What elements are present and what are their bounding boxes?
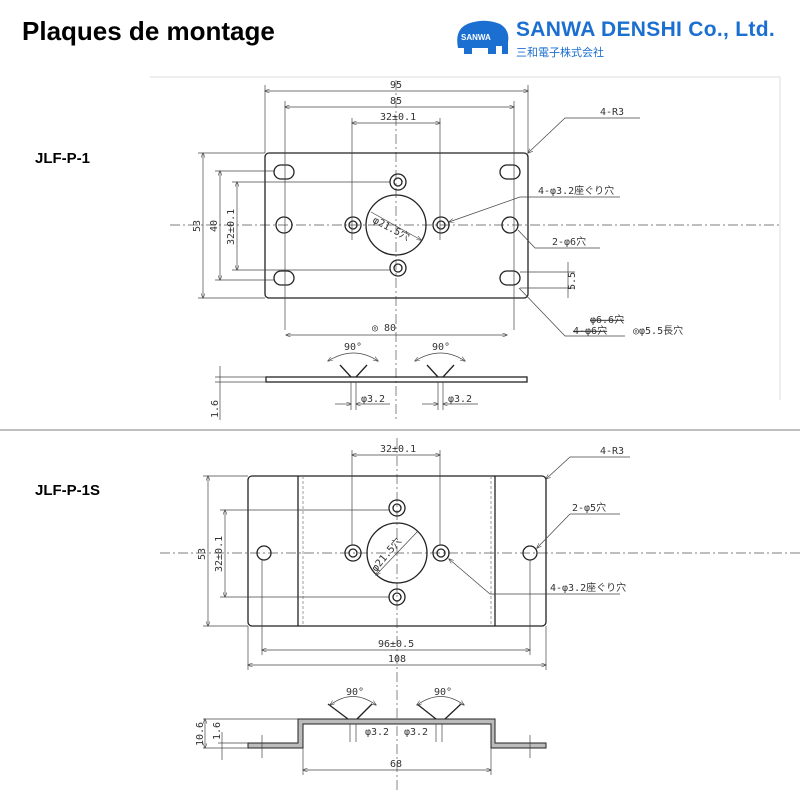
- dim-thickness: 1.6: [210, 400, 221, 418]
- callout-side-holes: 2-φ5穴: [572, 501, 606, 514]
- callout-slot-old-count: 4-φ6穴: [573, 324, 607, 337]
- callout-countersunk-holes: 4-φ3.2座ぐり穴: [550, 581, 626, 594]
- dim-csk-dia-left: φ3.2: [361, 394, 385, 405]
- jlf-p-1-side-view: 90° 90° φ3.2 φ3.2 1.6: [210, 342, 528, 420]
- dim-csk-dia-left: φ3.2: [365, 727, 389, 738]
- dim-slot-height: 5.5: [567, 272, 578, 290]
- callout-countersunk-holes: 4-φ3.2座ぐり穴: [538, 184, 614, 197]
- dim-hole-spacing-v: 32±0.1: [226, 209, 237, 245]
- model-label-jlf-p-1: JLF-P-1: [35, 150, 91, 167]
- callout-slot-new: ◎φ5.5長穴: [633, 324, 683, 337]
- callout-corner-radius: 4-R3: [600, 107, 624, 118]
- dim-hole-pitch: 96±0.5: [378, 639, 414, 650]
- dim-width-total: 95: [390, 80, 402, 91]
- dim-center-hole: φ21.5穴: [368, 535, 404, 574]
- dim-csk-dia-right: φ3.2: [404, 727, 428, 738]
- elephant-logo-icon: SANWA: [457, 20, 509, 54]
- dim-hole-spacing-h: 32±0.1: [380, 112, 416, 123]
- dim-width-slots: 85: [390, 96, 402, 107]
- dim-height-total: 53: [197, 548, 208, 560]
- callout-side-holes: 2-φ6穴: [552, 235, 586, 248]
- dim-thickness: 1.6: [212, 722, 223, 740]
- jlf-p-1-plan-view: φ21.5穴 95 85 32±0.1 53 40 32±0.1 ◎ 80 5.…: [170, 80, 780, 420]
- jlf-p-1s-side-view: 90° 90° φ3.2 φ3.2 10.6 1.6 68: [195, 687, 547, 775]
- dim-csk-angle-left: 90°: [346, 687, 364, 698]
- dim-side-height: 10.6: [195, 722, 206, 746]
- page-title: Plaques de montage: [22, 16, 275, 46]
- dim-inner-width: 68: [390, 759, 402, 770]
- brand-japanese: 三和電子株式会社: [516, 47, 604, 59]
- dim-height-slots: 40: [209, 220, 220, 232]
- model-label-jlf-p-1s: JLF-P-1S: [35, 482, 101, 499]
- dim-csk-angle-left: 90°: [344, 342, 362, 353]
- dim-csk-angle-right: 90°: [434, 687, 452, 698]
- dim-height-total: 53: [192, 220, 203, 232]
- dim-hole-spacing-v: 32±0.1: [214, 536, 225, 572]
- callout-slot-old-dia: φ6.6穴: [590, 313, 624, 326]
- sanwa-logo: SANWA SANWA DENSHI Co., Ltd. 三和電子株式会社: [452, 18, 782, 59]
- dim-center-hole: φ21.5穴: [371, 213, 413, 243]
- dim-csk-dia-right: φ3.2: [448, 394, 472, 405]
- brand-name: SANWA DENSHI Co., Ltd.: [516, 18, 775, 41]
- svg-text:SANWA: SANWA: [461, 33, 491, 42]
- callout-corner-radius: 4-R3: [600, 446, 624, 457]
- dim-hole-spacing-h: 32±0.1: [380, 444, 416, 455]
- dim-csk-angle-right: 90°: [432, 342, 450, 353]
- dim-width-total: 108: [388, 654, 406, 665]
- dim-slot-pitch: ◎ 80: [372, 323, 396, 334]
- jlf-p-1s-plan-view: φ21.5穴 32±0.1 53 32±0.1 96±0.5 108 4-R3 …: [160, 438, 800, 790]
